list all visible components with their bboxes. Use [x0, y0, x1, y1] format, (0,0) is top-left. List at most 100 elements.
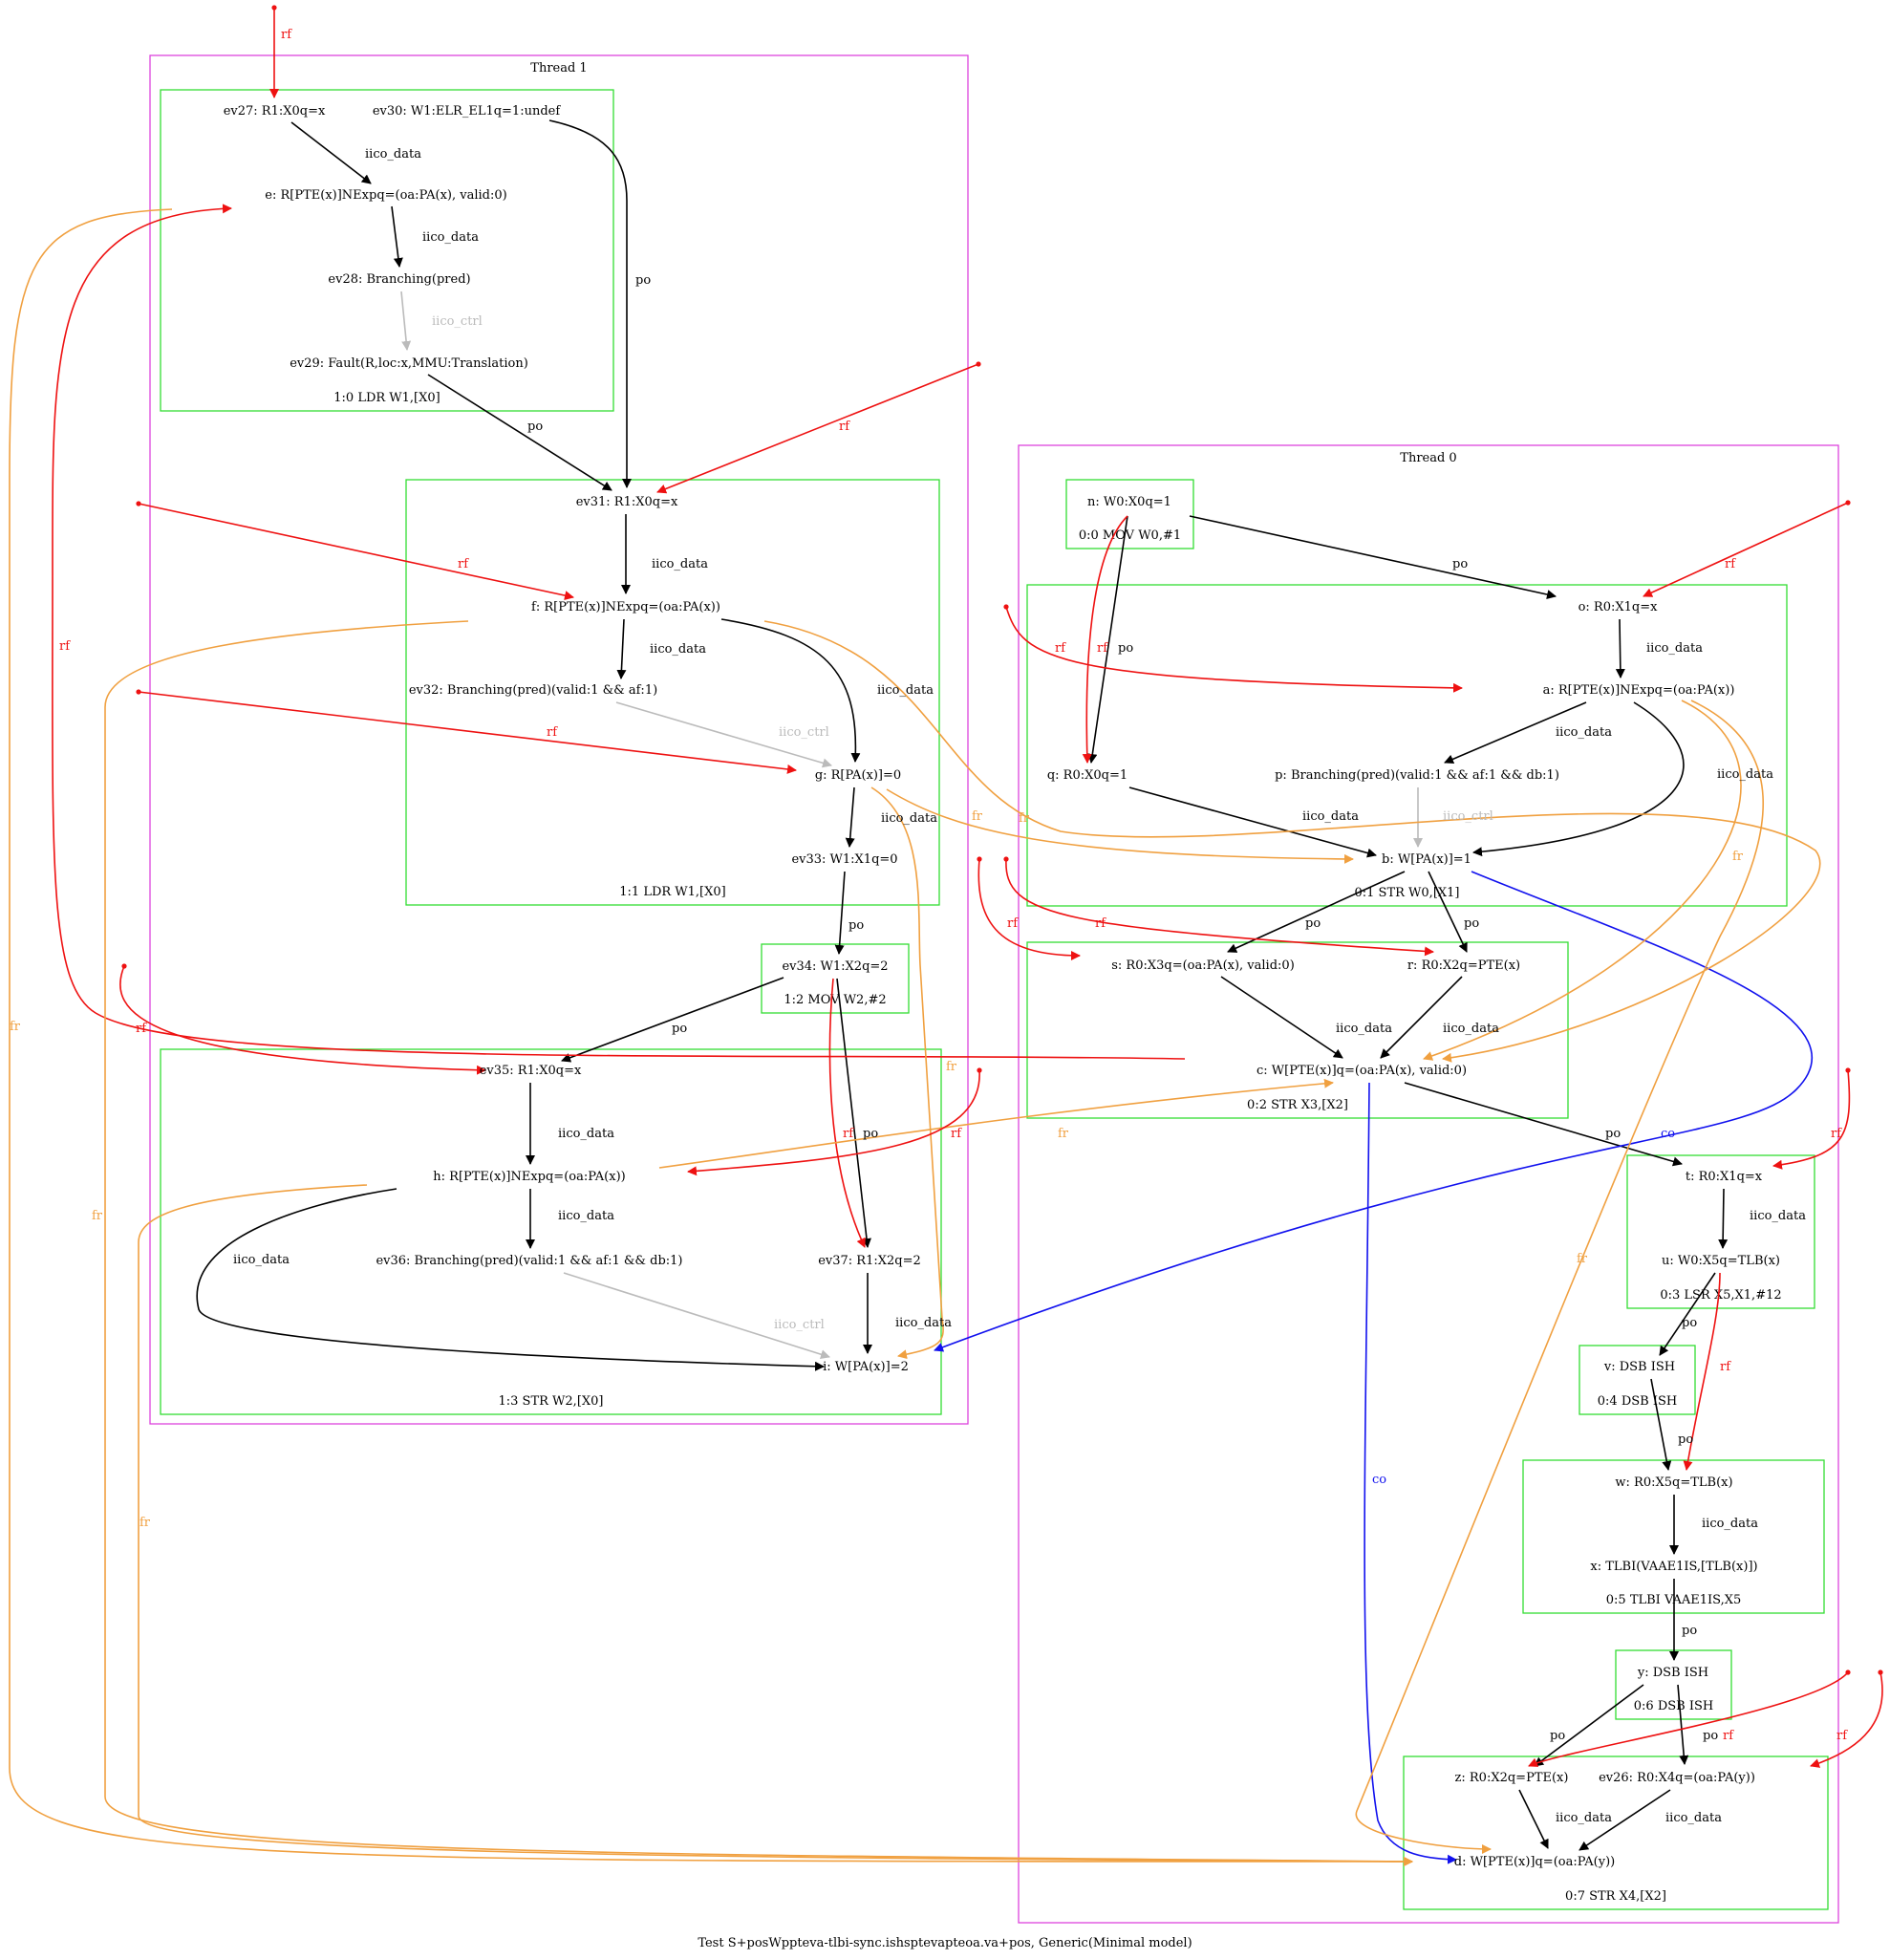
- edge-label-iico_data-ev26-d: iico_data: [1665, 1811, 1722, 1825]
- initial-state-dot-ev31: [976, 361, 981, 367]
- initial-state-dot-ev35: [121, 963, 127, 969]
- edge-label-rf-init-t: rf: [1831, 1127, 1842, 1141]
- instruction-cluster-i13: [160, 1048, 942, 1415]
- event-node-s: s: R0:X3q=(oa:PA(x), valid:0): [1111, 958, 1295, 973]
- thread-cluster-t0: [1018, 444, 1839, 1924]
- event-node-g: g: R[PA(x)]=0: [815, 768, 901, 783]
- event-node-i: i: W[PA(x)]=2: [823, 1360, 909, 1374]
- edge-po-ev30-ev31: [548, 119, 632, 488]
- edge-iico_data-z-d: [1518, 1789, 1549, 1849]
- initial-state-dot-t: [1845, 1067, 1851, 1073]
- edge-po-u-v: [1659, 1272, 1716, 1356]
- instruction-label-i02: 0:2 STR X3,[X2]: [1247, 1098, 1348, 1112]
- edge-rf-init-z: [1528, 1671, 1849, 1767]
- edge-label-po-ev34-ev35: po: [672, 1022, 687, 1036]
- edge-label-rf-ev34-ev37: rf: [843, 1127, 854, 1141]
- edge-rf-init-o: [1643, 502, 1849, 597]
- edge-fr-a-d: [1355, 700, 1765, 1854]
- edge-label-co-c-d: co: [1372, 1473, 1386, 1487]
- event-node-ev27: ev27: R1:X0q=x: [224, 104, 326, 118]
- thread-label-t0: Thread 0: [1400, 451, 1456, 465]
- instruction-cluster-i12: [761, 943, 910, 1014]
- event-node-ev35: ev35: R1:X0q=x: [480, 1064, 582, 1078]
- edge-label-rf-init-h: rf: [951, 1127, 962, 1141]
- event-node-w: w: R0:X5q=TLB(x): [1615, 1475, 1732, 1490]
- edge-label-iico_data-ev35-h: iico_data: [558, 1127, 614, 1141]
- edge-rf-c-e: [52, 204, 1186, 1060]
- thread-cluster-t1: [149, 54, 969, 1425]
- event-node-ev37: ev37: R1:X2q=2: [818, 1254, 921, 1268]
- instruction-label-i11: 1:1 LDR W1,[X0]: [619, 885, 725, 899]
- event-node-e: e: R[PTE(x)]NExpq=(oa:PA(x), valid:0): [265, 188, 506, 203]
- edge-label-rf-init-s: rf: [1007, 916, 1019, 931]
- edge-po-ev29-ev31: [427, 374, 612, 491]
- event-node-h: h: R[PTE(x)]NExpq=(oa:PA(x)): [433, 1170, 625, 1184]
- edge-label-fr-h-c: fr: [1058, 1127, 1069, 1141]
- edge-iico_data-s-c: [1220, 976, 1343, 1059]
- edge-co-c-d: [1364, 1082, 1457, 1864]
- edge-label-iico_data-ev31-f: iico_data: [652, 557, 708, 571]
- edge-label-iico_data-e-ev28: iico_data: [422, 230, 479, 245]
- edge-label-iico_data-r-c: iico_data: [1443, 1022, 1499, 1036]
- instruction-label-i00: 0:0 MOV W0,#1: [1079, 528, 1181, 543]
- initial-state-dot-r: [1003, 856, 1009, 862]
- initial-state-dot-h: [977, 1067, 982, 1073]
- edge-label-iico_ctrl-p-b: iico_ctrl: [1443, 809, 1493, 824]
- edge-label-po-ev33-ev34: po: [848, 918, 864, 933]
- edge-rf-ev34-ev37: [828, 978, 866, 1248]
- edge-iico_ctrl-ev28-ev29: [400, 291, 412, 351]
- edge-fr-g-b: [886, 788, 1354, 864]
- edge-label-po-y-ev26: po: [1703, 1729, 1718, 1743]
- edge-label-rf-n-q: rf: [1097, 641, 1108, 656]
- instruction-label-i13: 1:3 STR W2,[X0]: [499, 1394, 604, 1409]
- edge-label-iico_data-h-ev36: iico_data: [558, 1209, 614, 1223]
- edge-po-b-s: [1227, 871, 1406, 953]
- edge-label-iico_data-h-i: iico_data: [233, 1253, 290, 1267]
- edge-label-iico_ctrl-ev36-i: iico_ctrl: [774, 1318, 825, 1332]
- event-node-t: t: R0:X1q=x: [1686, 1170, 1763, 1184]
- edge-po-y-z: [1534, 1684, 1644, 1767]
- edge-po-v-w: [1650, 1378, 1672, 1471]
- edge-fr-e-d: [9, 208, 1413, 1867]
- edge-label-fr-h-d: fr: [140, 1516, 151, 1530]
- initial-state-dot-f: [136, 501, 141, 506]
- edge-label-iico_data-a-b: iico_data: [1717, 767, 1773, 782]
- edge-rf-u-w: [1683, 1272, 1721, 1471]
- edge-label-iico_data-f-g: iico_data: [877, 683, 934, 698]
- edge-label-rf-init-a: rf: [1055, 641, 1066, 656]
- event-node-p: p: Branching(pred)(valid:1 && af:1 && db…: [1275, 768, 1559, 783]
- event-node-ev29: ev29: Fault(R,loc:x,MMU:Translation): [290, 356, 528, 371]
- edge-iico_data-r-c: [1380, 976, 1463, 1059]
- edge-label-iico_data-ev27-e: iico_data: [365, 147, 421, 162]
- instruction-label-i07: 0:7 STR X4,[X2]: [1565, 1889, 1666, 1904]
- instruction-cluster-i03: [1626, 1154, 1815, 1309]
- edge-iico_data-t-u: [1718, 1188, 1729, 1249]
- edge-label-fr-g-i: fr: [946, 1060, 957, 1074]
- edge-fr-a-c: [1423, 700, 1742, 1061]
- event-node-b: b: W[PA(x)]=1: [1382, 852, 1471, 867]
- edge-po-c-t: [1404, 1082, 1683, 1167]
- initial-state-dot-ev26: [1878, 1669, 1883, 1675]
- event-node-ev30: ev30: W1:ELR_EL1q=1:undef: [373, 104, 562, 118]
- event-node-a: a: R[PTE(x)]NExpq=(oa:PA(x)): [1543, 683, 1735, 698]
- edge-label-po-ev29-ev31: po: [527, 420, 543, 434]
- edge-label-rf-init-ev31: rf: [839, 420, 850, 434]
- edge-label-iico_ctrl-ev28-ev29: iico_ctrl: [432, 314, 483, 329]
- event-node-o: o: R0:X1q=x: [1579, 600, 1659, 614]
- edge-po-ev34-ev37: [836, 978, 871, 1248]
- edge-label-fr-f-d: fr: [92, 1209, 103, 1223]
- initial-state-dot-ev27: [271, 5, 277, 11]
- event-node-r: r: R0:X2q=PTE(x): [1407, 958, 1520, 973]
- edge-label-co-b-i: co: [1661, 1127, 1675, 1141]
- edge-label-po-b-s: po: [1305, 916, 1321, 931]
- initial-state-dot-s: [977, 856, 982, 862]
- edge-rf-init-a: [1005, 606, 1463, 693]
- event-node-ev31: ev31: R1:X0q=x: [576, 495, 678, 509]
- edge-label-rf-init-o: rf: [1725, 557, 1736, 571]
- instruction-cluster-i07: [1403, 1755, 1829, 1910]
- edge-label-iico_data-a-p: iico_data: [1556, 725, 1612, 740]
- edge-label-po-x-y: po: [1682, 1624, 1697, 1638]
- edge-label-rf-init-r: rf: [1095, 916, 1106, 931]
- edge-label-iico_data-w-x: iico_data: [1702, 1517, 1758, 1531]
